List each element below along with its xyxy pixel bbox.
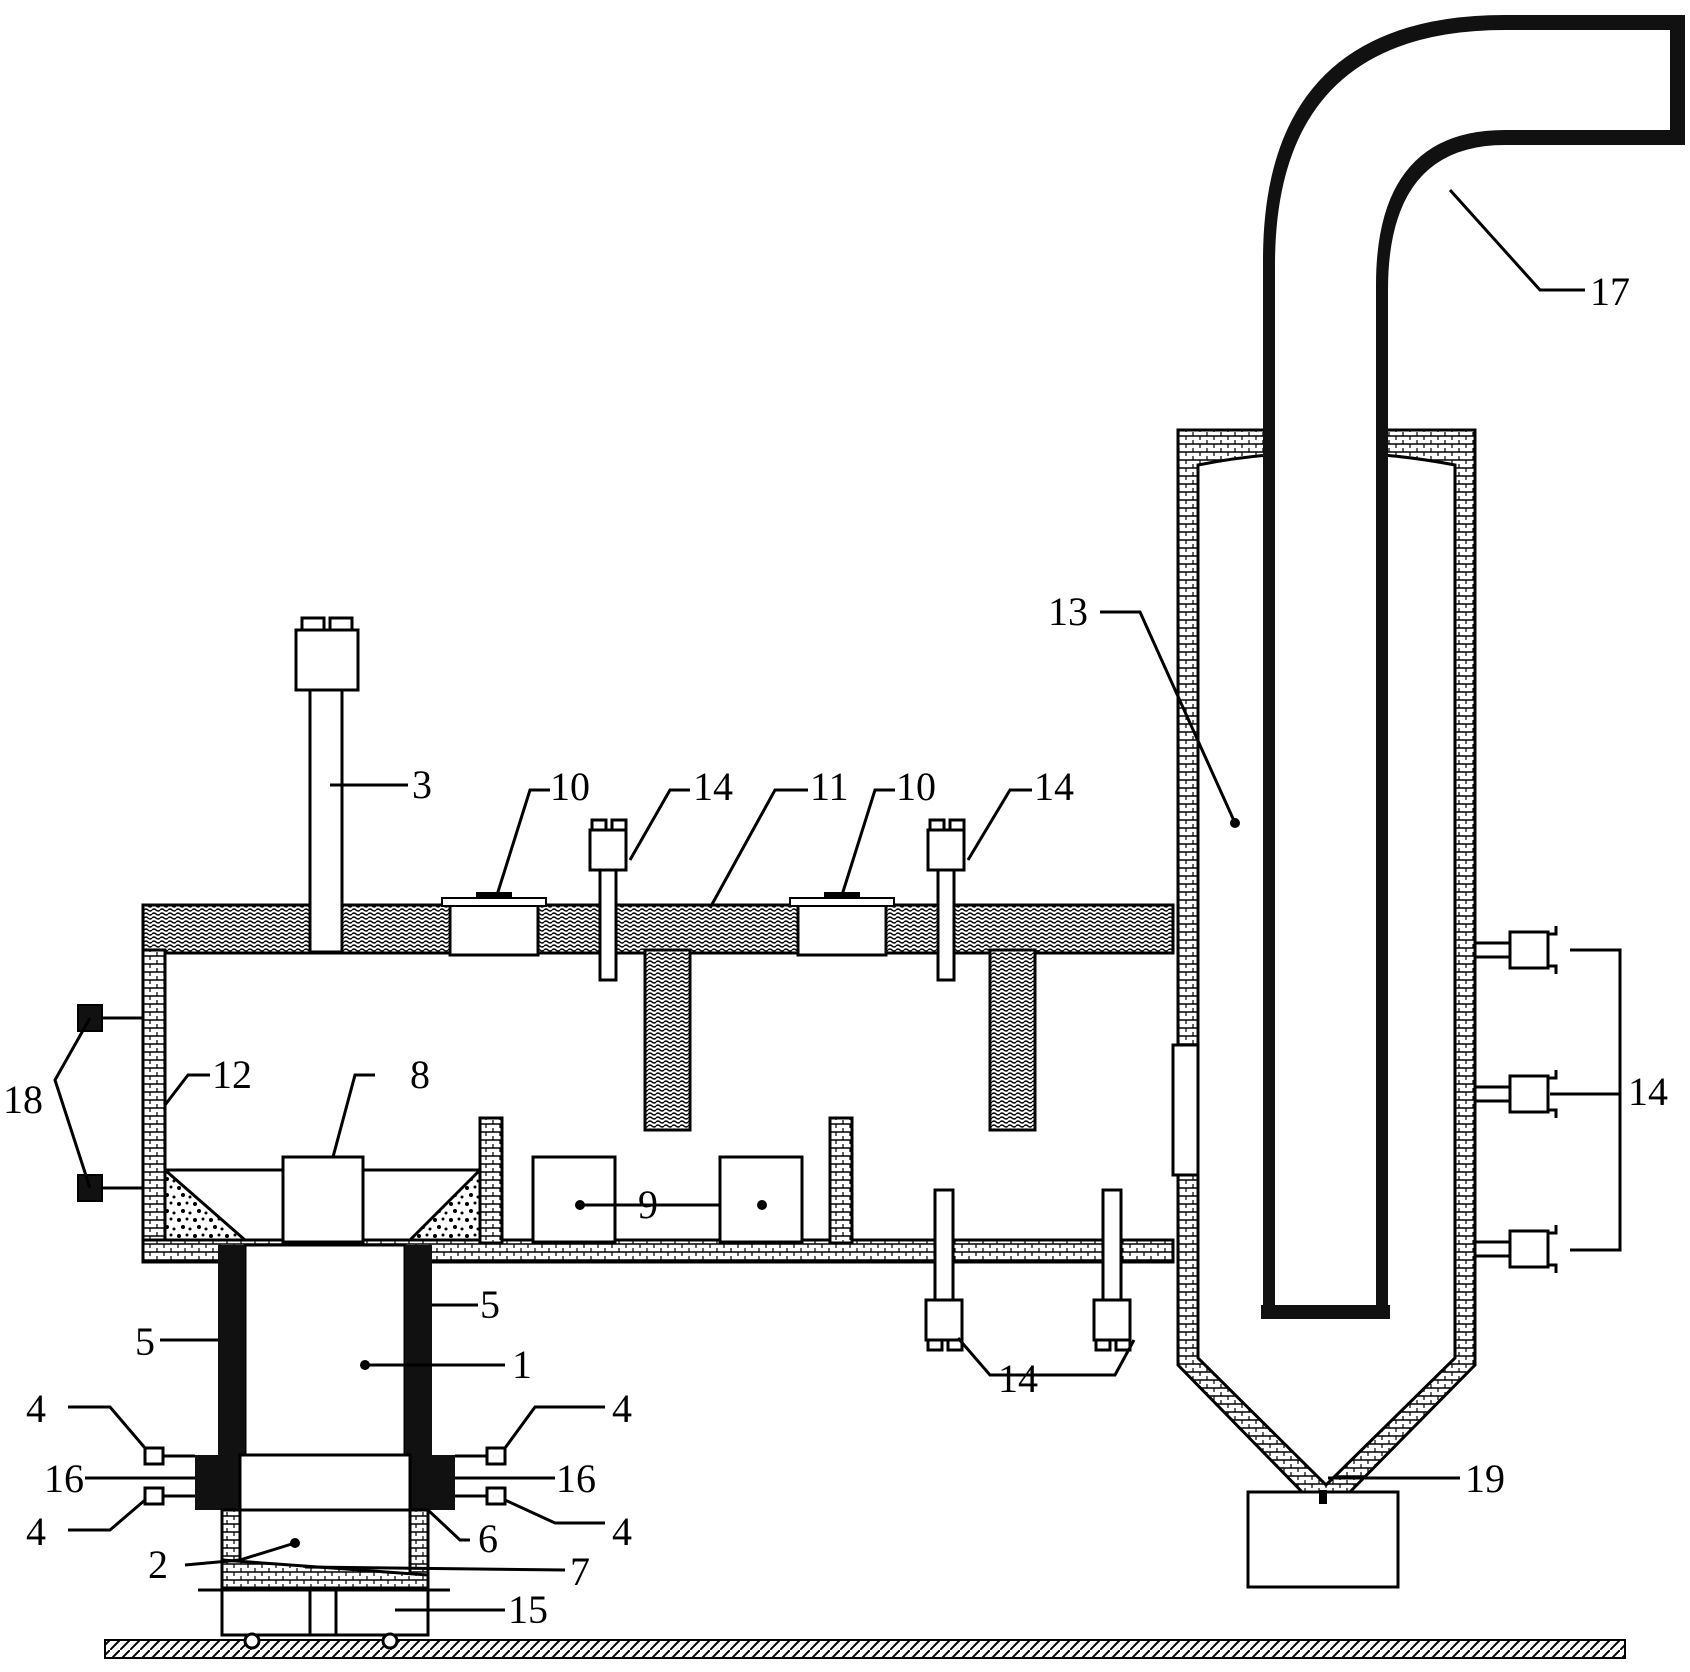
label-1: 1 bbox=[512, 1342, 532, 1387]
tower-13 bbox=[1171, 15, 1685, 1589]
label-4c: 4 bbox=[26, 1509, 46, 1554]
label-17: 17 bbox=[1590, 269, 1630, 314]
label-6: 6 bbox=[478, 1516, 498, 1561]
label-12: 12 bbox=[212, 1052, 252, 1097]
label-9: 9 bbox=[638, 1182, 658, 1227]
label-10a: 10 bbox=[550, 764, 590, 809]
label-2: 2 bbox=[148, 1542, 168, 1587]
top-ports-10 bbox=[441, 892, 895, 957]
part-labels: 3 10 14 11 10 14 13 17 14 14 12 8 9 18 5… bbox=[3, 269, 1668, 1632]
label-16b: 16 bbox=[556, 1456, 596, 1501]
label-18: 18 bbox=[3, 1077, 43, 1122]
label-5b: 5 bbox=[480, 1282, 500, 1327]
hopper-8 bbox=[163, 1155, 482, 1244]
ground bbox=[104, 1639, 1626, 1659]
label-10b: 10 bbox=[896, 764, 936, 809]
label-4b: 4 bbox=[612, 1386, 632, 1431]
label-14c: 14 bbox=[1628, 1069, 1668, 1114]
label-7: 7 bbox=[570, 1549, 590, 1594]
label-13: 13 bbox=[1048, 589, 1088, 634]
top-sensors-14 bbox=[588, 818, 966, 982]
tower-sensors-14 bbox=[1473, 926, 1558, 1273]
boxes-9 bbox=[531, 1155, 804, 1244]
leader-lines bbox=[53, 188, 1622, 1612]
label-14d: 14 bbox=[998, 1356, 1038, 1401]
label-4d: 4 bbox=[612, 1509, 632, 1554]
bottom-sensors-14 bbox=[924, 1188, 1132, 1352]
label-15: 15 bbox=[508, 1587, 548, 1632]
label-19: 19 bbox=[1465, 1456, 1505, 1501]
label-14b: 14 bbox=[1034, 764, 1074, 809]
label-11: 11 bbox=[810, 764, 849, 809]
label-14a: 14 bbox=[693, 764, 733, 809]
label-16a: 16 bbox=[44, 1456, 84, 1501]
feed-pipe-3 bbox=[294, 616, 360, 954]
label-5a: 5 bbox=[135, 1319, 155, 1364]
label-8: 8 bbox=[410, 1052, 430, 1097]
label-3: 3 bbox=[412, 762, 432, 807]
label-4a: 4 bbox=[26, 1386, 46, 1431]
side-fittings-18 bbox=[77, 1004, 143, 1202]
